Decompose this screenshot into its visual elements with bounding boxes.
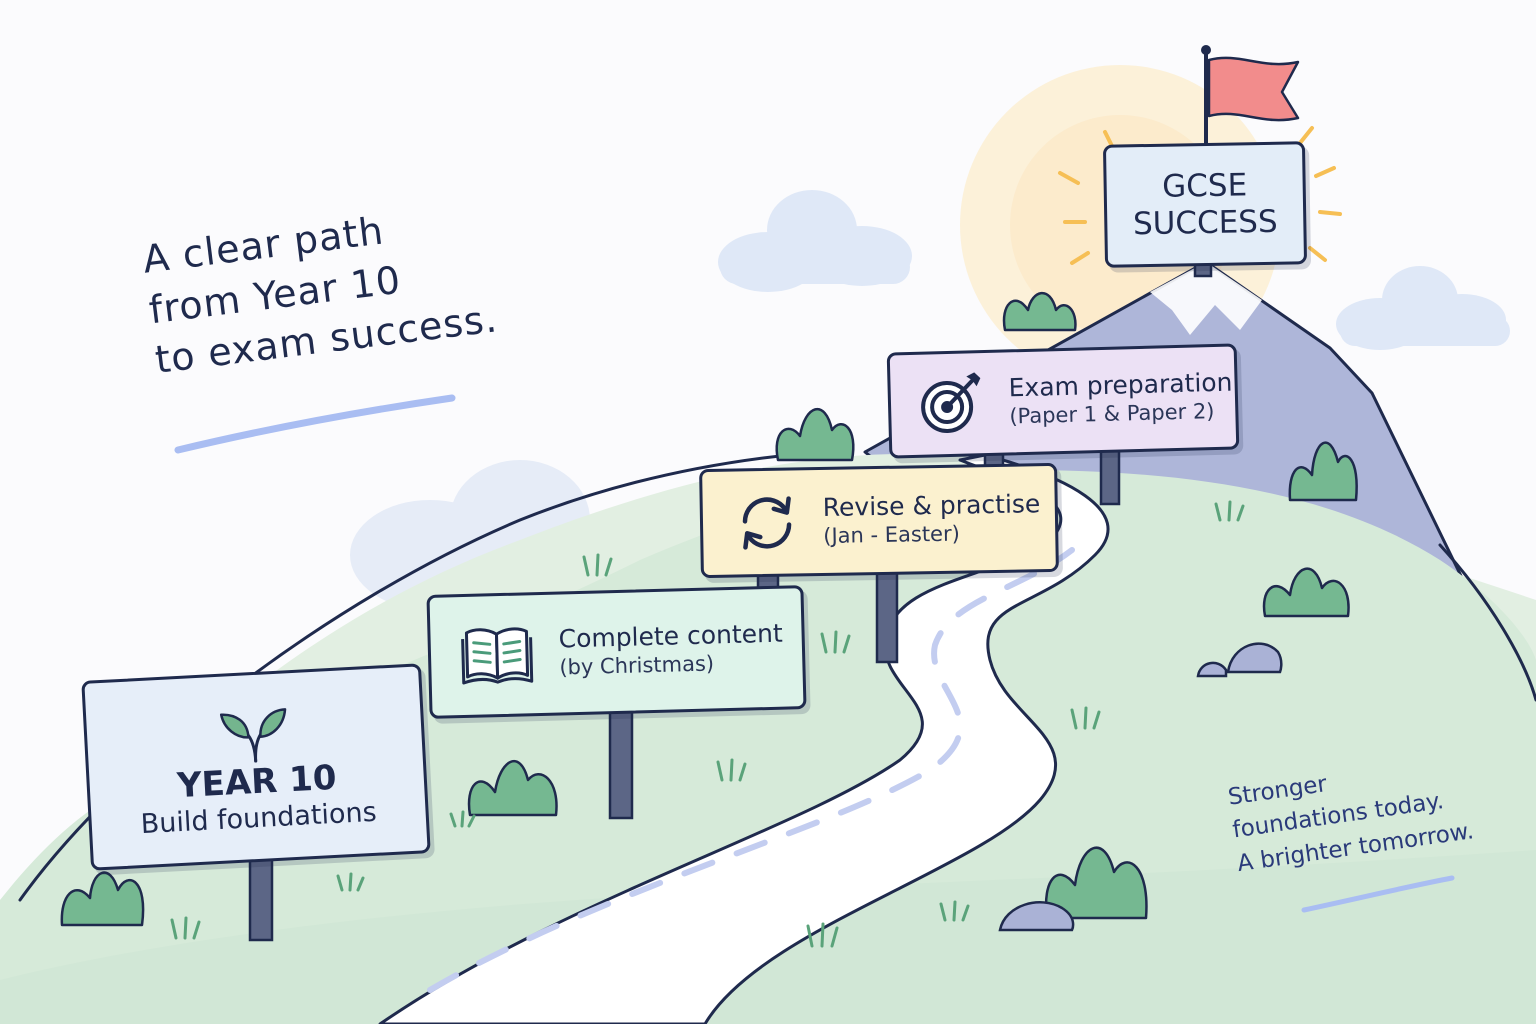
sign-exam-preparation: Exam preparation (Paper 1 & Paper 2) <box>886 343 1240 459</box>
exam-preparation-text: Exam preparation (Paper 1 & Paper 2) <box>1008 368 1233 431</box>
gcse-line-2: SUCCESS <box>1132 203 1278 242</box>
sign-revise-practise: Revise & practise (Jan - Easter) <box>699 462 1059 579</box>
motto-underline <box>1301 875 1455 913</box>
complete-content-subtitle: (by Christmas) <box>559 651 715 680</box>
revise-practise-subtitle: (Jan - Easter) <box>823 521 961 548</box>
revise-practise-title: Revise & practise <box>822 489 1041 522</box>
year-10-subtitle: Build foundations <box>139 796 378 840</box>
right-slope <box>1438 543 1536 702</box>
sign-gcse-success: GCSE SUCCESS <box>1102 141 1308 268</box>
summit-flag <box>1201 45 1300 150</box>
road-center-dashes <box>427 547 1075 993</box>
refresh-cycle-icon <box>734 490 799 555</box>
rocks <box>998 642 1283 932</box>
revise-practise-text: Revise & practise (Jan - Easter) <box>823 489 1041 550</box>
target-arrow-icon <box>916 370 984 438</box>
sign-year-10: YEAR 10 Build foundations <box>81 663 431 871</box>
grass-tufts <box>170 500 1245 948</box>
mountain-snow <box>1150 262 1262 335</box>
cloud-left <box>718 190 912 292</box>
sun-rays <box>1058 126 1342 265</box>
open-book-icon <box>460 623 534 687</box>
exam-preparation-subtitle: (Paper 1 & Paper 2) <box>1009 399 1215 429</box>
winding-road <box>378 453 1110 1024</box>
sprout-icon <box>217 703 292 765</box>
tagline-underline <box>174 394 456 454</box>
cloud-right <box>1336 266 1510 350</box>
sign-complete-content: Complete content (by Christmas) <box>426 585 807 719</box>
complete-content-text: Complete content (by Christmas) <box>558 619 784 682</box>
gcse-line-1: GCSE <box>1161 167 1248 205</box>
bushes <box>60 291 1358 927</box>
